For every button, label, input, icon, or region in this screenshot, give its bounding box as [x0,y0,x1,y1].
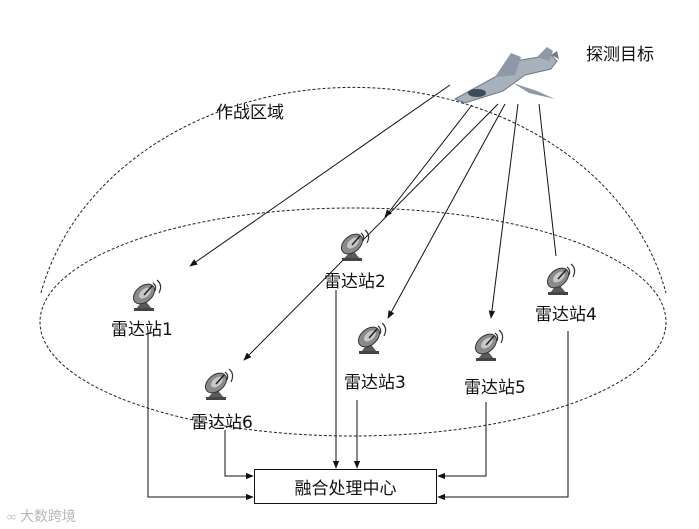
radar-dish-icon-4 [542,263,576,296]
target-label: 探测目标 [586,45,654,65]
watermark-text: 大数跨境 [19,509,76,525]
radar-dish-icon-5 [470,329,504,362]
station-label-4: 雷达站4 [535,305,597,325]
fusion-center-box: 融合处理中心 [254,469,437,504]
infinity-icon: ∞ [6,510,17,525]
station-label-6: 雷达站6 [191,413,253,433]
radar-dish-icon-1 [128,279,162,312]
radar-dish-icon-6 [200,368,234,401]
station-label-1: 雷达站1 [111,320,173,340]
region-label: 作战区域 [216,103,284,123]
station-label-2: 雷达站2 [324,272,386,292]
radar-dish-icon-2 [336,229,370,262]
detection-arrows [189,84,557,361]
region-dome [40,86,667,294]
fusion-links [147,290,569,501]
jet-icon [453,47,559,104]
region-base-ellipse [39,207,667,437]
fusion-center-label: 融合处理中心 [294,479,397,499]
watermark: ∞大数跨境 [6,506,76,526]
radar-dish-icon-3 [353,322,387,355]
station-label-3: 雷达站3 [344,373,406,393]
station-label-5: 雷达站5 [464,378,526,398]
